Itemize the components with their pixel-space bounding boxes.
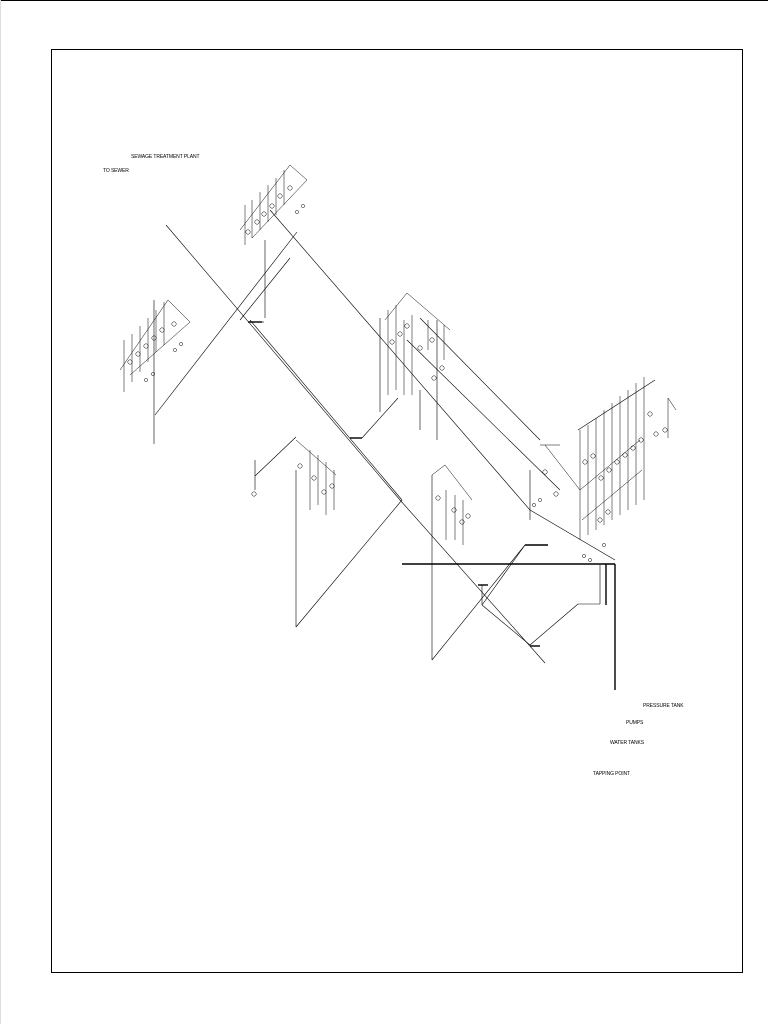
heavy-pipe-runs (248, 321, 616, 690)
label-pressure-tank: PRESSURE TANK (643, 703, 684, 709)
fixture-cluster-top (239, 164, 308, 245)
main-pipe-runs (153, 209, 656, 664)
label-pumps: PUMPS (626, 720, 644, 726)
drawing-frame (51, 49, 743, 973)
fixture-cluster-left (119, 299, 191, 392)
label-to-sewer: TO SEWER (103, 168, 129, 174)
label-water-tanks: WATER TANKS (610, 740, 644, 746)
label-sewage-treatment-plant: SEWAGE TREATMENT PLANT (131, 154, 200, 160)
page-left-edge (0, 0, 1, 1024)
fixture-cluster-left-mid (251, 439, 337, 515)
fixture-cluster-center-top (384, 292, 451, 395)
fixture-cluster-right (532, 377, 677, 562)
label-tapping-point: TAPPING POINT (593, 771, 630, 777)
fixture-cluster-center-mid (431, 464, 473, 545)
page-top-edge (0, 0, 768, 1)
